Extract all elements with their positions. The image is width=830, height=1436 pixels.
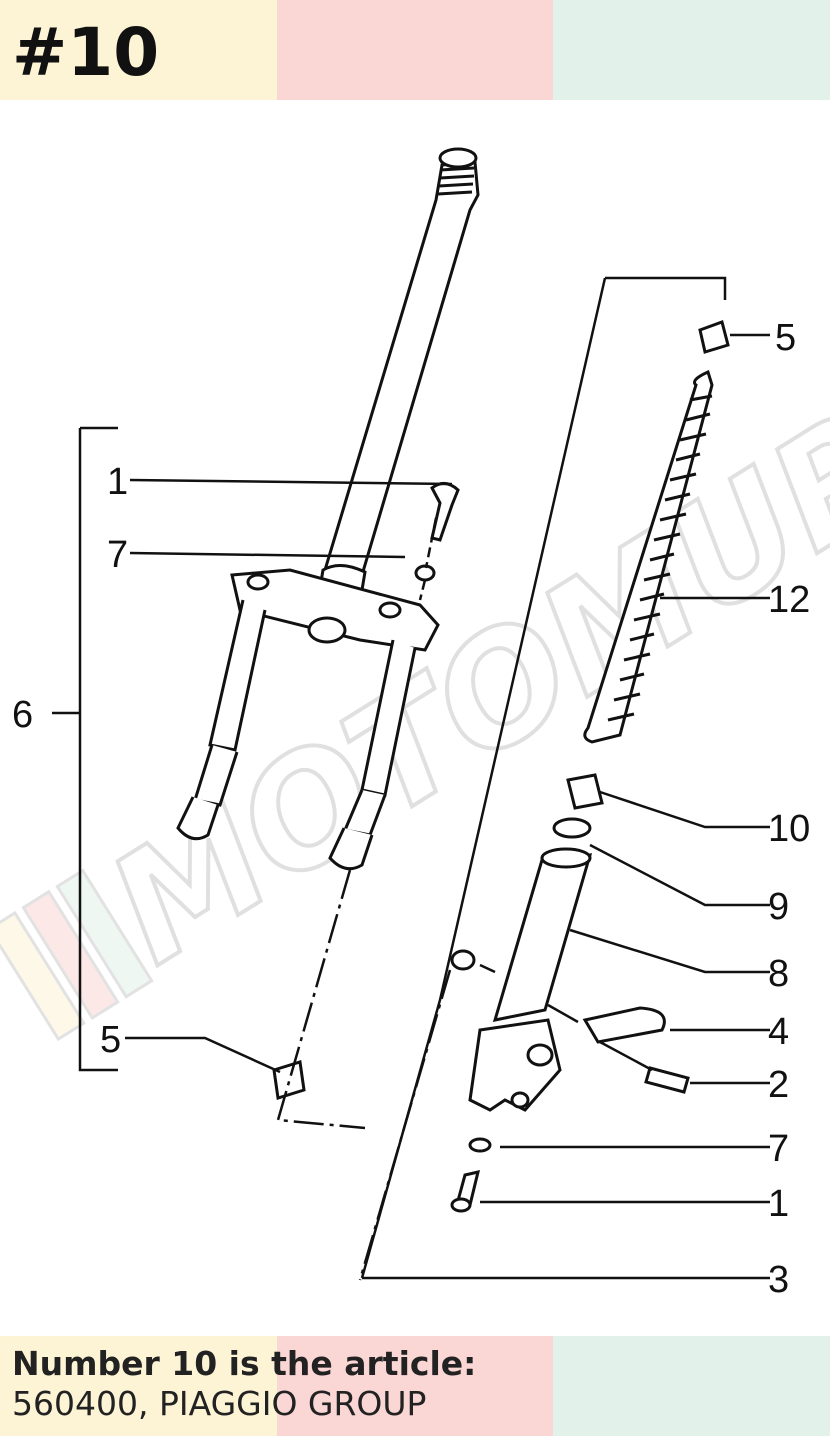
header-band bbox=[0, 0, 830, 100]
caption-value: 560400, PIAGGIO GROUP bbox=[12, 1384, 427, 1423]
callout-10: 10 bbox=[768, 808, 810, 850]
callout-1: 1 bbox=[107, 461, 128, 503]
callout-6: 6 bbox=[12, 694, 33, 736]
callout-12: 12 bbox=[768, 579, 810, 621]
item-number-title: #10 bbox=[12, 14, 160, 91]
band-green bbox=[553, 0, 830, 100]
caption-label: Number 10 is the article: bbox=[12, 1344, 477, 1383]
callout-8: 8 bbox=[768, 953, 789, 995]
callout-5-lower: 5 bbox=[100, 1019, 121, 1061]
band-pink bbox=[277, 1336, 553, 1436]
band-green bbox=[553, 1336, 830, 1436]
exploded-parts-diagram: MOTOMURCIA bbox=[0, 147, 830, 1301]
steering-tube-assembly bbox=[176, 147, 480, 871]
callout-7-lower: 7 bbox=[768, 1128, 789, 1170]
callout-5-upper: 5 bbox=[775, 317, 796, 359]
footer-band bbox=[0, 1336, 830, 1436]
article-caption: Number 10 is the article: 560400, PIAGGI… bbox=[12, 1344, 476, 1424]
callout-4: 4 bbox=[768, 1011, 789, 1053]
band-yellow bbox=[0, 1336, 277, 1436]
callout-3: 3 bbox=[768, 1259, 789, 1301]
callout-9: 9 bbox=[768, 886, 789, 928]
callouts: 1 7 6 5 5 12 10 9 8 4 2 7 1 3 bbox=[12, 317, 810, 1301]
callout-1-lower: 1 bbox=[768, 1183, 789, 1225]
callout-7: 7 bbox=[107, 534, 128, 576]
leader-lines bbox=[52, 276, 770, 1281]
band-yellow bbox=[0, 0, 277, 100]
callout-2: 2 bbox=[768, 1064, 789, 1106]
fork-leg-assembly bbox=[272, 320, 730, 1213]
band-pink bbox=[277, 0, 553, 100]
